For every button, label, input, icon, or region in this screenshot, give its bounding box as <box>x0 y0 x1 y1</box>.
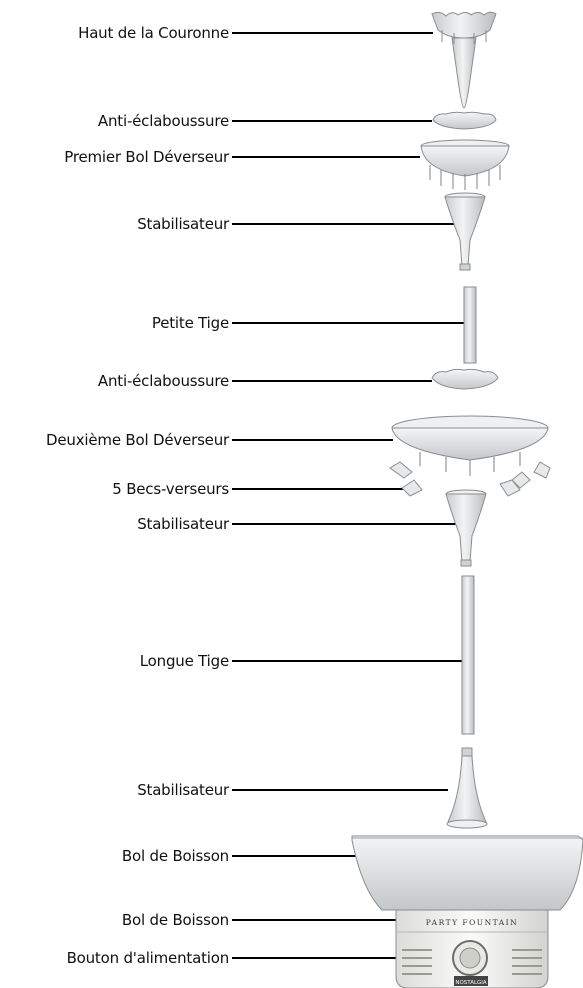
short-stem-part <box>464 287 476 363</box>
spout <box>534 462 550 478</box>
brand-band-text: PARTY FOUNTAIN <box>426 918 518 927</box>
long-stem-part <box>462 576 474 734</box>
logo-text: NOSTALGIA <box>455 980 487 986</box>
spout <box>402 480 422 496</box>
splash-guard-1-part <box>433 112 496 129</box>
spout <box>390 462 412 478</box>
stabilizer-3-part <box>447 748 487 828</box>
leader-lines <box>232 33 467 958</box>
power-button-cap <box>460 948 480 968</box>
crown-top-part <box>432 12 496 108</box>
second-pour-bowl-part <box>392 416 548 476</box>
first-pour-bowl-part <box>421 140 509 190</box>
stabilizer-1-part <box>445 193 485 270</box>
splash-guard-2-part <box>432 369 498 389</box>
stabilizer-2-part <box>446 490 486 566</box>
drink-bowl-part <box>352 836 583 910</box>
